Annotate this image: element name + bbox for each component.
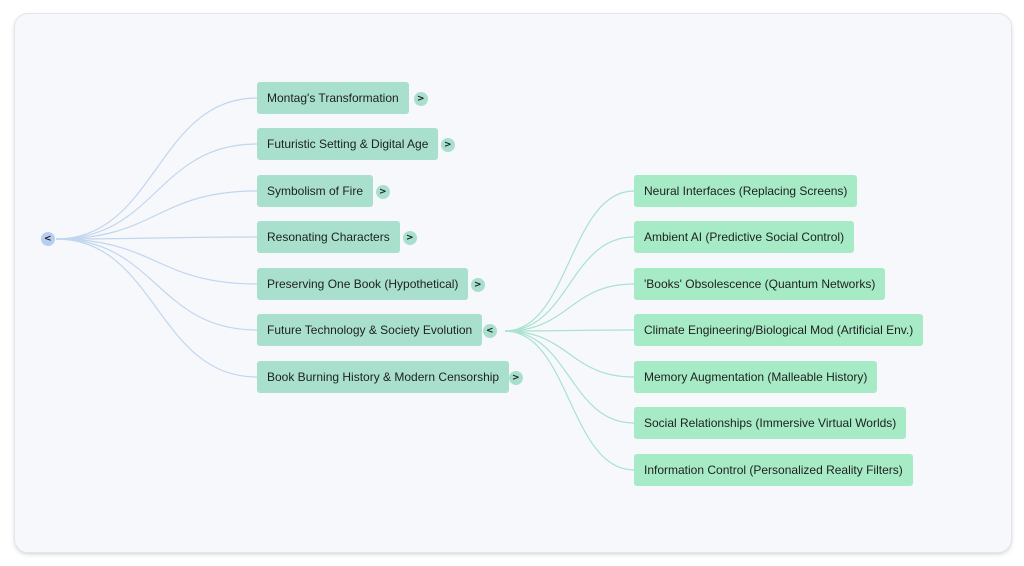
- expand-toggle-futuristic-setting[interactable]: >: [441, 138, 455, 152]
- child-link-6: [504, 330, 635, 471]
- branch-node-symbolism-of-fire[interactable]: Symbolism of Fire: [257, 175, 374, 207]
- root-link-4: [55, 238, 258, 285]
- root-collapse-toggle[interactable]: <: [41, 232, 55, 246]
- expand-toggle-montags-transformation[interactable]: >: [414, 92, 428, 106]
- child-node-information-control[interactable]: Information Control (Personalized Realit…: [634, 454, 913, 486]
- child-node-neural-interfaces[interactable]: Neural Interfaces (Replacing Screens): [634, 175, 858, 207]
- child-node-climate-engineering[interactable]: Climate Engineering/Biological Mod (Arti…: [634, 314, 924, 346]
- child-link-0: [504, 190, 635, 332]
- child-link-4: [504, 330, 635, 378]
- collapse-toggle-future-technology[interactable]: <: [483, 324, 497, 338]
- child-link-1: [504, 236, 635, 332]
- root-link-0: [55, 97, 258, 240]
- root-link-5: [55, 238, 258, 331]
- branch-node-book-burning-history[interactable]: Book Burning History & Modern Censorship: [257, 361, 510, 393]
- child-link-3: [504, 329, 635, 332]
- branch-node-futuristic-setting[interactable]: Futuristic Setting & Digital Age: [257, 128, 439, 160]
- branch-node-preserving-one-book[interactable]: Preserving One Book (Hypothetical): [257, 268, 469, 300]
- expand-toggle-symbolism-of-fire[interactable]: >: [376, 185, 390, 199]
- root-link-1: [55, 143, 258, 240]
- branch-node-resonating-characters[interactable]: Resonating Characters: [257, 221, 400, 253]
- expand-toggle-resonating-characters[interactable]: >: [403, 231, 417, 245]
- child-link-2: [504, 283, 635, 332]
- child-link-5: [504, 330, 635, 424]
- child-node-memory-augmentation[interactable]: Memory Augmentation (Malleable History): [634, 361, 878, 393]
- child-node-ambient-ai[interactable]: Ambient AI (Predictive Social Control): [634, 221, 855, 253]
- expand-toggle-preserving-one-book[interactable]: >: [471, 278, 485, 292]
- expand-toggle-book-burning-history[interactable]: >: [509, 371, 523, 385]
- root-link-2: [55, 190, 258, 240]
- root-link-6: [55, 238, 258, 378]
- branch-node-montags-transformation[interactable]: Montag's Transformation: [257, 82, 409, 114]
- branch-node-future-technology[interactable]: Future Technology & Society Evolution: [257, 314, 483, 346]
- root-link-3: [55, 236, 258, 240]
- child-node-books-obsolescence[interactable]: 'Books' Obsolescence (Quantum Networks): [634, 268, 886, 300]
- child-node-social-relationships[interactable]: Social Relationships (Immersive Virtual …: [634, 407, 907, 439]
